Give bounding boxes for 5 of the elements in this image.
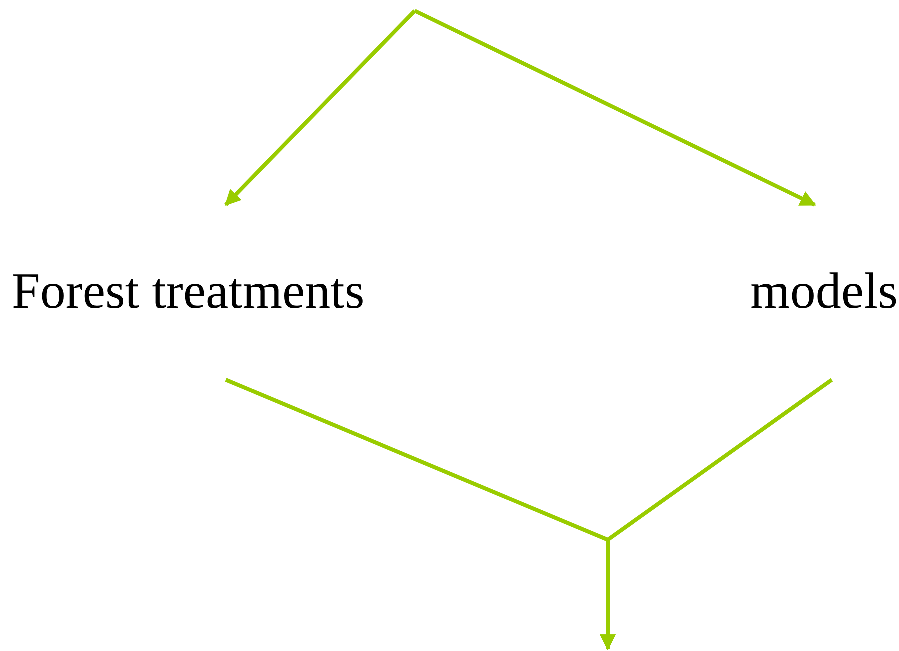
arrow <box>414 9 816 207</box>
arrow <box>600 378 834 651</box>
node-label: Forest treatments <box>12 263 365 322</box>
node-label: models <box>750 263 898 322</box>
arrow <box>224 10 416 206</box>
